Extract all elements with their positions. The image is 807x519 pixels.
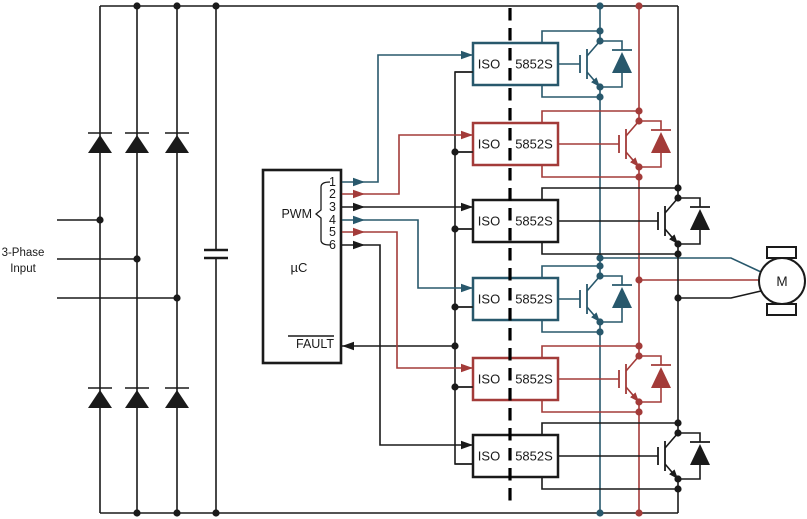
motor-label: M — [776, 274, 787, 289]
iso4-input-arrow-icon — [461, 283, 473, 293]
rectifier-diode-lower-3 — [165, 387, 189, 408]
part-label-5: 5852S — [515, 372, 553, 387]
iso-label-6: ISO — [478, 449, 500, 464]
iso6-input-arrow-icon — [461, 440, 473, 450]
mcu-pin-3: 3 — [329, 200, 336, 214]
iso-label-1: ISO — [478, 57, 500, 72]
iso5-input-arrow-icon — [461, 363, 473, 373]
phase-a-motor-line — [600, 257, 762, 273]
mcu-pin-1: 1 — [329, 175, 336, 189]
iso-driver-box-5 — [471, 356, 560, 402]
pwm4-wire — [342, 215, 473, 293]
three-phase-input-lines — [57, 219, 177, 299]
rectifier-diode-upper-2 — [125, 132, 149, 153]
fault-arrow-icon — [342, 341, 354, 351]
pwm-group-brace — [314, 181, 331, 246]
pwm-label: PWM — [281, 207, 312, 221]
fault-label: FAULT — [296, 337, 334, 351]
pwm2-wire — [342, 130, 473, 199]
iso-driver-box-6 — [471, 433, 560, 479]
igbt-2 — [618, 106, 672, 182]
rectifier-diode-upper-3 — [165, 132, 189, 153]
rectifier-and-dc-bus: 3-Phase Input — [2, 2, 678, 517]
input-label-line2: Input — [10, 263, 36, 275]
igbt-6 — [657, 418, 711, 494]
pwm5-arrow-icon — [353, 227, 365, 237]
iso-label-3: ISO — [478, 214, 500, 229]
gate-driver-unit-2: ISO 5852S — [455, 106, 672, 182]
gate-driver-unit-1: ISO 5852S — [455, 26, 633, 102]
pwm5-wire — [342, 227, 473, 373]
part-label-6: 5852S — [515, 449, 553, 464]
pwm6-arrow-icon — [353, 240, 365, 250]
motor: M — [758, 246, 806, 316]
rectifier-diode-upper-1 — [88, 132, 112, 153]
pwm6-wire — [342, 240, 473, 450]
iso3-input-arrow-icon — [461, 202, 473, 212]
phase-c-motor-line — [678, 290, 762, 299]
mcu-pin-4: 4 — [329, 213, 336, 227]
fault-bus — [342, 71, 473, 465]
iso2-input-arrow-icon — [461, 130, 473, 140]
pwm3-arrow-icon — [353, 202, 365, 212]
phase-c-bus — [674, 6, 762, 513]
motor-terminal-top — [766, 246, 797, 259]
iso-driver-box-4 — [471, 276, 560, 322]
gate-driver-unit-5: ISO 5852S — [455, 341, 672, 417]
motor-body — [758, 257, 806, 305]
rectifier-diode-lower-1 — [88, 387, 112, 408]
mcu-pin-5: 5 — [329, 225, 336, 239]
pwm4-arrow-icon — [353, 215, 365, 225]
pwm2-arrow-icon — [353, 189, 365, 199]
iso-label-2: ISO — [478, 137, 500, 152]
pwm1-arrow-icon — [353, 177, 365, 187]
part-label-3: 5852S — [515, 214, 553, 229]
gate-driver-unit-6: ISO 5852S — [455, 418, 711, 494]
part-label-1: 5852S — [515, 57, 553, 72]
iso-driver-box-3 — [471, 198, 560, 244]
gate-driver-unit-4: ISO 5852S — [455, 261, 633, 337]
mcu-outline — [261, 168, 343, 365]
mcu-block: 1 2 3 4 5 6 PWM µC FAULT — [261, 168, 343, 365]
motor-terminal-bottom — [766, 303, 797, 316]
igbt-5 — [618, 341, 672, 417]
input-label-line1: 3-Phase — [2, 247, 45, 259]
igbt-3 — [657, 183, 711, 259]
part-label-2: 5852S — [515, 137, 553, 152]
dc-link-capacitor — [204, 6, 228, 513]
pwm-signal-wires — [342, 50, 473, 450]
igbt-4 — [579, 261, 633, 337]
black-junction-dots — [96, 2, 220, 517]
igbt-1 — [579, 26, 633, 102]
part-label-4: 5852S — [515, 292, 553, 307]
iso-driver-box-2 — [471, 121, 560, 167]
phase-b-bus — [635, 2, 759, 517]
mcu-label: µC — [291, 260, 308, 275]
rectifier-diode-lower-2 — [125, 387, 149, 408]
pwm3-wire — [342, 202, 473, 212]
iso-driver-box-1 — [471, 41, 560, 87]
gate-driver-unit-3: ISO 5852S — [455, 183, 711, 259]
mcu-pin-2: 2 — [329, 187, 336, 201]
iso-label-4: ISO — [478, 292, 500, 307]
iso1-input-arrow-icon — [461, 50, 473, 60]
phase-a-bus — [596, 2, 762, 517]
mcu-pin-6: 6 — [329, 238, 336, 252]
iso-label-5: ISO — [478, 372, 500, 387]
pwm1-wire — [342, 50, 473, 187]
